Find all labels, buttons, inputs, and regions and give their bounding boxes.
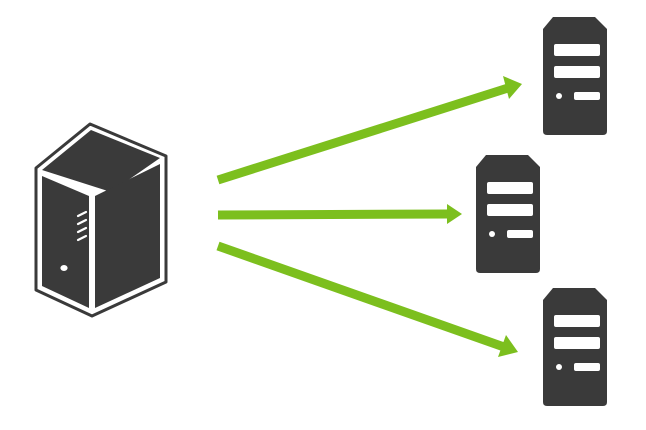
drive-bay-1 xyxy=(554,315,600,327)
server-tower-icon xyxy=(34,122,168,318)
target-computer-top xyxy=(543,17,607,135)
desktop-tower-icon xyxy=(543,17,607,135)
power-slot xyxy=(574,92,600,100)
power-led xyxy=(556,364,562,370)
server-power-led xyxy=(60,265,68,271)
server-side-face xyxy=(95,164,160,308)
target-computer-middle xyxy=(476,155,540,273)
server-front-face xyxy=(42,176,89,308)
drive-bay-2 xyxy=(554,66,600,78)
arrow-to-bottom xyxy=(216,241,518,357)
target-computer-bottom xyxy=(543,288,607,406)
desktop-tower-icon xyxy=(476,155,540,273)
drive-bay-1 xyxy=(554,44,600,56)
drive-bay-2 xyxy=(554,337,600,349)
source-server xyxy=(34,122,168,318)
arrow-to-top xyxy=(216,76,522,185)
server-vents xyxy=(76,210,88,242)
power-slot xyxy=(507,230,533,238)
power-slot xyxy=(574,363,600,371)
power-led xyxy=(556,93,562,99)
server-top-face xyxy=(42,130,160,192)
drive-bay-2 xyxy=(487,204,533,216)
desktop-tower-icon xyxy=(543,288,607,406)
connection-arrows xyxy=(216,76,522,357)
arrow-to-middle xyxy=(217,204,462,224)
drive-bay-1 xyxy=(487,182,533,194)
power-led xyxy=(489,231,495,237)
